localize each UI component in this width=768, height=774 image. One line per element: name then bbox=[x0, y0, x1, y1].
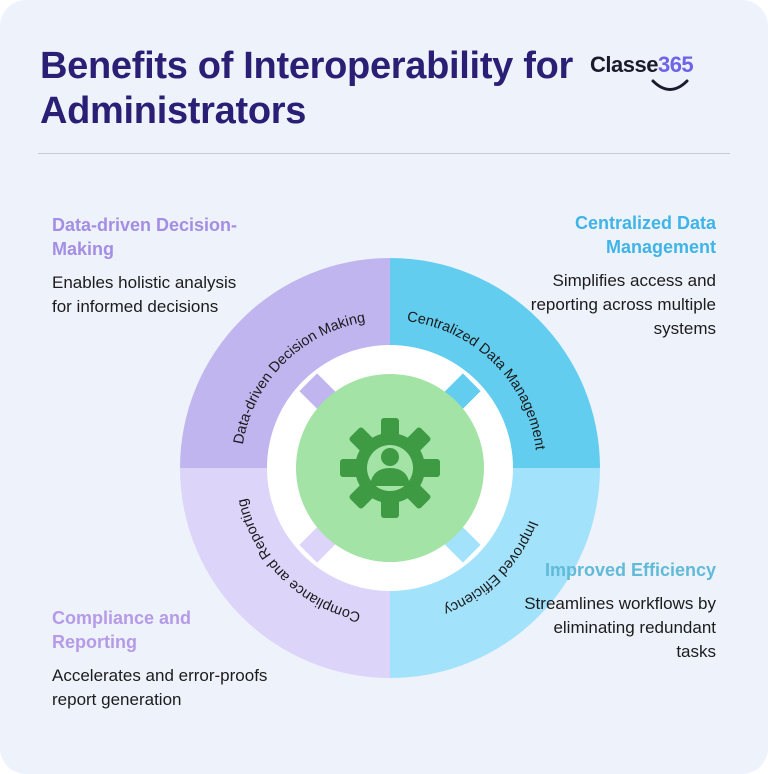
logo-number: 365 bbox=[657, 52, 694, 77]
benefit-data-driven: Data-driven Decision-Making Enables holi… bbox=[52, 213, 252, 319]
logo-smile-icon bbox=[651, 79, 689, 91]
header-divider bbox=[38, 153, 730, 154]
page-title: Benefits of Interoperability for Adminis… bbox=[40, 45, 574, 132]
benefit-compliance-reporting: Compliance and Reporting Accelerates and… bbox=[52, 606, 272, 712]
gear-user-icon bbox=[340, 418, 440, 518]
benefit-improved-efficiency: Improved Efficiency Streamlines workflow… bbox=[520, 558, 716, 664]
benefit-centralized-data: Centralized Data Management Simplifies a… bbox=[510, 211, 716, 341]
logo-word: Classe bbox=[590, 52, 658, 77]
benefit-description: Accelerates and error-proofs report gene… bbox=[52, 666, 268, 709]
quadrant-top-left bbox=[180, 258, 390, 468]
quadrant-top-right bbox=[390, 258, 600, 468]
benefit-heading: Data-driven Decision-Making bbox=[52, 215, 238, 259]
benefit-heading: Compliance and Reporting bbox=[52, 608, 192, 652]
benefit-description: Streamlines workflows by eliminating red… bbox=[524, 594, 716, 661]
classe365-logo: Classe365 bbox=[590, 52, 740, 96]
benefit-description: Simplifies access and reporting across m… bbox=[530, 271, 716, 338]
logo-wordmark: Classe365 bbox=[590, 52, 694, 77]
benefit-description: Enables holistic analysis for informed d… bbox=[52, 273, 237, 316]
benefit-heading: Improved Efficiency bbox=[544, 560, 716, 580]
quadrant-bottom-right bbox=[390, 468, 600, 678]
benefit-heading: Centralized Data Management bbox=[574, 213, 716, 257]
quadrant-bottom-left bbox=[180, 468, 390, 678]
